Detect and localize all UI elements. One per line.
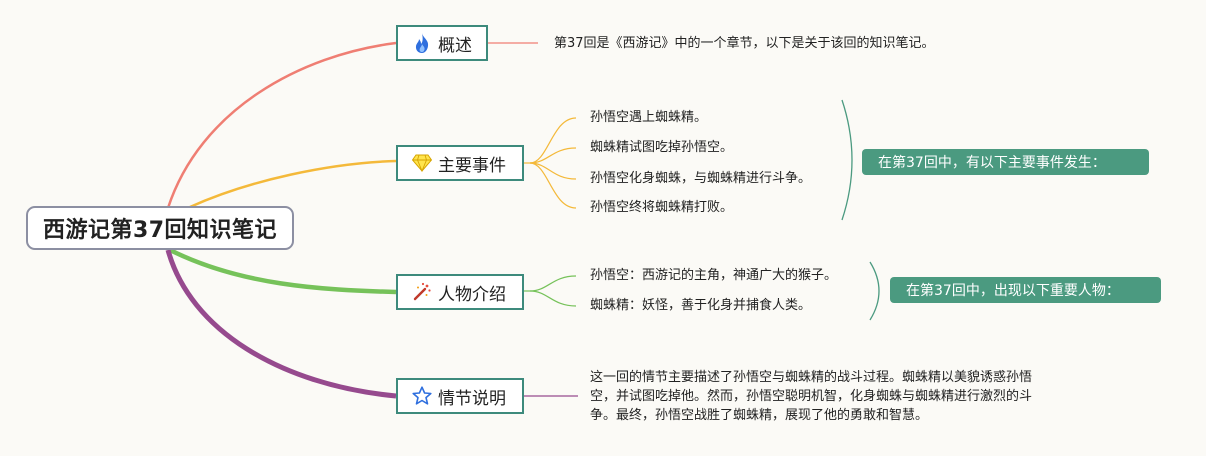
magic-wand-icon	[412, 282, 432, 302]
branch-line-overview	[166, 41, 397, 209]
characters-summary[interactable]: 在第37回中，出现以下重要人物：	[890, 277, 1161, 303]
characters-note-2: 蜘蛛精：妖怪，善于化身并捕食人类。	[590, 298, 812, 313]
plot-line-3: 争。最终，孙悟空战胜了蜘蛛精，展现了他的勇敢和智慧。	[590, 408, 929, 423]
branch-line-characters	[168, 247, 397, 295]
branch-line-events	[189, 159, 397, 209]
topic-plot[interactable]: 情节说明	[396, 378, 524, 414]
topic-events[interactable]: 主要事件	[396, 145, 524, 181]
plot-line-1: 这一回的情节主要描述了孙悟空与蜘蛛精的战斗过程。蜘蛛精以美貌诱惑孙悟	[590, 370, 1033, 385]
topic-characters-label: 人物介绍	[438, 284, 506, 305]
characters-summary-bracket	[869, 261, 880, 321]
events-note-3: 孙悟空化身蜘蛛，与蜘蛛精进行斗争。	[590, 171, 812, 186]
flame-icon	[412, 33, 432, 53]
events-note-4: 孙悟空终将蜘蛛精打败。	[590, 200, 734, 215]
characters-note-lines	[524, 275, 577, 307]
topic-events-label: 主要事件	[438, 155, 506, 176]
events-note-1: 孙悟空遇上蜘蛛精。	[590, 110, 708, 125]
events-note-lines	[524, 117, 577, 209]
topic-plot-label: 情节说明	[438, 388, 506, 409]
overview-note: 第37回是《西游记》中的一个章节，以下是关于该回的知识笔记。	[554, 36, 935, 51]
plot-line-2: 空，并试图吃掉他。然而，孙悟空聪明机智，化身蜘蛛与蜘蛛精进行激烈的斗	[590, 389, 1033, 404]
topic-overview-label: 概述	[438, 35, 472, 56]
diamond-icon	[412, 153, 432, 173]
topic-overview[interactable]: 概述	[396, 25, 488, 61]
characters-note-1: 孙悟空：西游记的主角，神通广大的猴子。	[590, 268, 838, 283]
topic-characters[interactable]: 人物介绍	[396, 274, 524, 310]
star-icon	[412, 386, 432, 406]
branch-line-plot	[165, 249, 397, 399]
root-topic[interactable]: 西游记第37回知识笔记	[26, 206, 294, 250]
events-note-2: 蜘蛛精试图吃掉孙悟空。	[590, 140, 734, 155]
plot-paragraph: 这一回的情节主要描述了孙悟空与蜘蛛精的战斗过程。蜘蛛精以美貌诱惑孙悟 空，并试图…	[590, 368, 1080, 425]
events-summary-bracket	[841, 99, 853, 221]
events-summary[interactable]: 在第37回中，有以下主要事件发生：	[862, 149, 1149, 175]
